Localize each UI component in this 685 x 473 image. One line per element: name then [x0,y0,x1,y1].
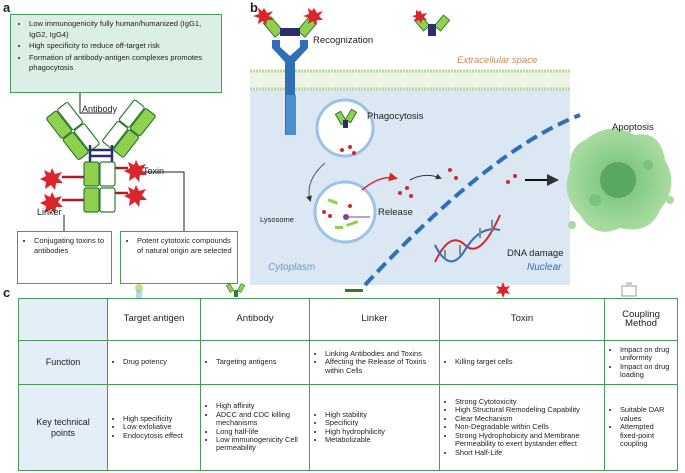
phagocytosis-vesicle [315,98,375,158]
free-adc-icon [412,10,451,36]
toxin-label: Toxin [143,166,165,176]
antibody-feature-2: High specificity to reduce off-target ri… [29,41,215,52]
linker-label: Linker [37,207,62,217]
panel-a-letter: a [3,0,11,15]
key-points-target-antigen-cell: High specificity Low exfoliative Endocyt… [107,384,201,471]
antigen-receptor [272,40,308,135]
toxin-star-icon [124,160,147,182]
fc-stem [83,161,116,213]
list-item: Clear Mechanism [455,414,600,423]
adc-components-table: Target antigen Antibody Linker Toxin Cou… [18,298,678,471]
row-header-function: Function [18,340,108,385]
linker-bonds [62,166,128,202]
function-linker-cell: Linking Antibodies and Toxins Affecting … [309,340,440,385]
column-header-toxin: Toxin [439,298,605,341]
toxin-note-text: Potent cytotoxic compounds of natural or… [137,236,232,255]
list-item: High Structural Remodeling Capability [455,406,600,415]
toxin-stars [40,160,147,214]
list-item: High hydrophilicity [325,427,435,436]
list-item: Impact on drug loading [620,362,673,380]
phagocytosis-label: Phagocytosis [367,111,424,122]
left-fab-arm [46,102,100,161]
function-toxin-cell: Killing target cells [439,340,605,385]
key-points-linker-cell: High stability Specificity High hydrophi… [309,384,440,471]
list-item: Suitable DAR values [620,406,673,423]
toxin-note-box: Potent cytotoxic compounds of natural or… [120,231,238,284]
list-item: Long half-life [216,427,305,436]
list-item: Linking Antibodies and Toxins [325,349,435,358]
row-header-key-technical-points: Key technical points [18,384,108,471]
adc-antibody-illustration [40,93,185,240]
function-antibody-cell: Targeting antigens [200,340,310,385]
column-header-coupling-method: Coupling Method [604,298,678,341]
list-item: High stability [325,410,435,419]
list-item: Targeting antigens [216,357,305,366]
toxin-star-icon [40,192,63,214]
dna-helix-icon [434,214,501,263]
linker-icon [345,289,363,292]
list-item: Low exfoliative [123,422,196,431]
mechanism-illustration [250,8,674,287]
antibody-icon [226,283,246,297]
column-header-target-antigen: Target antigen [107,298,201,341]
dna-damage-label: DNA damage [507,248,564,259]
hinge-disulfide [88,145,114,162]
key-points-coupling-cell: Suitable DAR values Attempted fixed-poin… [604,384,678,471]
adc-on-receptor [253,8,323,38]
nuclear-membrane [363,113,581,287]
column-header-antibody: Antibody [200,298,310,341]
antibody-feature-3: Formation of antibody-antigen complexes … [29,53,215,74]
function-coupling-cell: Impact on drug uniformity Impact on drug… [604,340,678,385]
list-item: ADCC and CDC killing mechanisms [216,410,305,428]
cytoplasm-label: Cytoplasm [268,262,316,273]
recognization-label: Recognization [313,35,374,46]
list-item: Non-Degradable within Cells [455,422,600,431]
linker-note-box: Conjugating toxins to antibodies [17,231,112,284]
column-header-linker: Linker [309,298,440,341]
antibody-feature-1: Low immunogenicity fully human/humanized… [29,19,215,40]
panel-c-letter: c [3,285,11,300]
list-item: Endocytosis effect [123,431,196,440]
release-label: Release [378,207,413,218]
list-item: Short Half-Life [455,448,600,457]
nuclear-label: Nuclear [527,262,562,273]
toxin-icon [496,282,510,298]
list-item: Killing target cells [455,357,600,366]
released-toxin-dots [398,168,517,198]
toxin-connector-line [140,171,185,240]
key-points-antibody-cell: High affinity ADCC and CDC killing mecha… [200,384,310,471]
list-item: Impact on drug uniformity [620,345,673,363]
list-item: High affinity [216,401,305,410]
function-target-antigen-cell: Drug potency [107,340,201,385]
list-item: Metabolizable [325,435,435,444]
toxin-star-icon [124,185,147,207]
list-item: Specificity [325,418,435,427]
right-fab-arm [102,99,156,158]
coupling-method-icon [621,282,637,297]
lysosome-label: Lysosome [260,215,294,224]
antibody-features-box: Low immunogenicity fully human/humanized… [10,14,222,93]
linker-note-text: Conjugating toxins to antibodies [34,236,106,255]
extracellular-label: Extracellular space [457,55,538,66]
panel-b-letter: b [250,0,258,15]
list-item: Drug potency [123,357,196,366]
target-antigen-icon [135,284,143,299]
table-corner-cell [18,298,108,341]
apoptosis-label: Apoptosis [612,122,654,133]
list-item: Strong Cytotoxicity [455,397,600,406]
key-points-toxin-cell: Strong Cytotoxicity High Structural Remo… [439,384,605,471]
list-item: Low immunogenicity Cell permeability [216,435,305,453]
list-item: Attempted fixed-point coupling [620,423,673,448]
list-item: Strong Hydrophobicity and Membrane Perme… [455,431,600,449]
list-item: High specificity [123,414,196,423]
lysosome-vesicle [313,180,377,244]
list-item: Affecting the Release of Toxins within C… [325,358,435,375]
toxin-star-icon [40,168,63,190]
antibody-connector-line [79,93,112,114]
cell-membrane [250,69,570,91]
antibody-label: Antibody [82,104,118,114]
apoptotic-cell-icon [566,128,674,232]
